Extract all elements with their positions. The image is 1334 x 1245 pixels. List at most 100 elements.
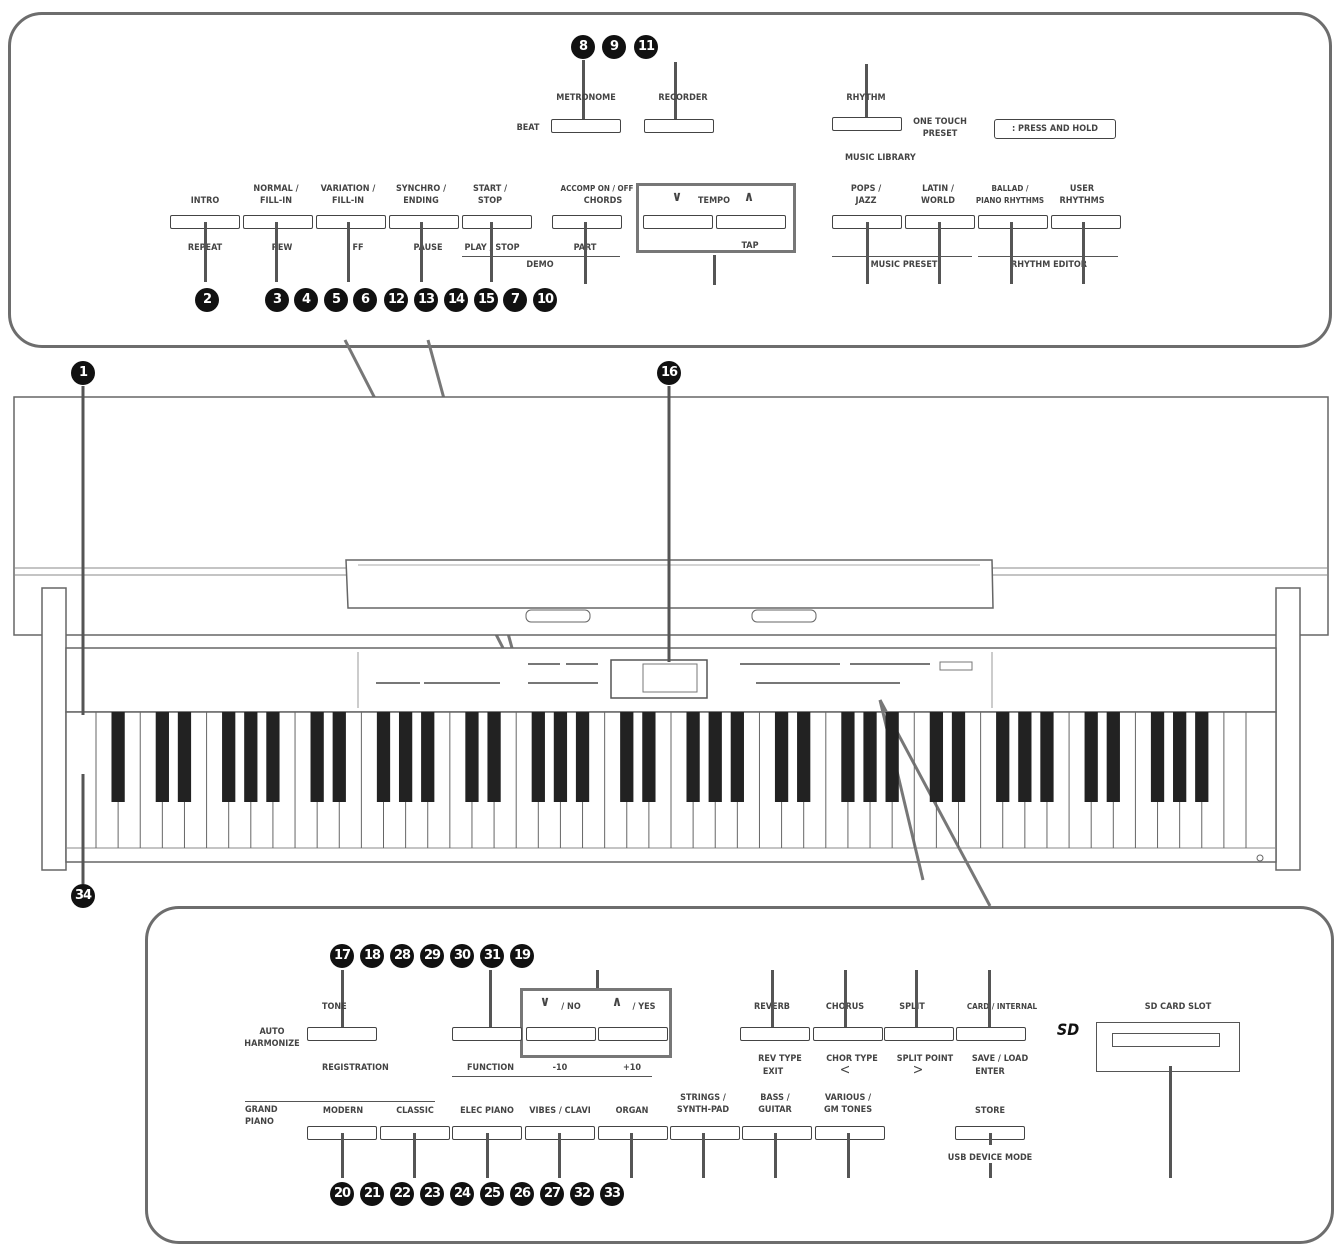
metronome-button[interactable]	[551, 119, 621, 133]
bass-guitar-label: BASS / GUITAR	[758, 1093, 792, 1115]
sd-card-slot[interactable]	[1096, 1022, 1240, 1072]
sd-logo: SD	[1056, 1020, 1080, 1039]
split-point-label: SPLIT POINT	[896, 1054, 954, 1064]
black-key	[398, 712, 413, 802]
callout-23: 23	[420, 1182, 444, 1206]
grand-piano-label: GRAND PIANO	[245, 1105, 278, 1127]
music-library-label: MUSIC LIBRARY	[845, 153, 916, 163]
recorder-button[interactable]	[644, 119, 714, 133]
black-key	[708, 712, 722, 802]
user-rhythms-label: USER RHYTHMS	[1059, 184, 1105, 206]
no-yes-group-box	[520, 988, 672, 1058]
callout-2: 2	[195, 288, 219, 312]
normal-fill-in-button[interactable]	[243, 215, 313, 229]
various-gm-tones-label: VARIOUS / GM TONES	[823, 1093, 873, 1115]
black-key	[244, 712, 258, 802]
callout-21: 21	[360, 1182, 384, 1206]
tempo-down-button[interactable]	[643, 215, 713, 229]
registration-label: REGISTRATION	[322, 1063, 389, 1073]
black-key	[863, 712, 877, 802]
auto-harmonize-label: AUTO HARMONIZE	[244, 1027, 300, 1049]
rhythm-label: RHYTHM	[846, 93, 886, 103]
black-key	[332, 712, 346, 802]
chords-label: CHORDS	[583, 196, 623, 206]
card-internal-button[interactable]	[956, 1027, 1026, 1041]
callout-33: 33	[600, 1182, 624, 1206]
metronome-label: METRONOME	[556, 93, 616, 103]
black-key	[155, 712, 169, 802]
variation-fill-in-button[interactable]	[316, 215, 386, 229]
accomp-on-off-button[interactable]	[552, 215, 622, 229]
card-internal-label: CARD / INTERNAL	[966, 1002, 1038, 1011]
ballad-piano-rhythms-button[interactable]	[978, 215, 1048, 229]
strings-synth-pad-button[interactable]	[670, 1126, 740, 1140]
callout-7: 7	[503, 288, 527, 312]
callout-16: 16	[657, 361, 681, 385]
black-key	[553, 712, 568, 802]
tempo-group-box	[636, 183, 796, 253]
callout-31: 31	[480, 944, 504, 968]
save-load-label: SAVE / LOAD	[971, 1054, 1029, 1064]
black-key	[487, 712, 501, 802]
ballad-piano-rhythms-label: BALLAD / PIANO RHYTHMS	[975, 184, 1045, 205]
no-button[interactable]	[526, 1027, 596, 1041]
press-and-hold-text: : PRESS AND HOLD	[1012, 124, 1098, 134]
elec-piano-label: ELEC PIANO	[460, 1106, 514, 1116]
rhythm-button[interactable]	[832, 117, 902, 131]
usb-device-mode-label: USB DEVICE MODE	[947, 1153, 1033, 1163]
store-label: STORE	[974, 1106, 1006, 1116]
organ-label: ORGAN	[615, 1106, 649, 1116]
top-panel-callout	[8, 12, 1332, 348]
synchro-ending-button[interactable]	[389, 215, 459, 229]
callout-19: 19	[510, 944, 534, 968]
one-touch-preset-label: ONE TOUCH PRESET	[913, 117, 967, 139]
black-key	[1040, 712, 1054, 802]
function-button[interactable]	[452, 1027, 522, 1041]
bottom-panel-callout	[145, 906, 1334, 1244]
callout-26: 26	[510, 1182, 534, 1206]
tempo-up-button[interactable]	[716, 215, 786, 229]
user-rhythms-button[interactable]	[1051, 215, 1121, 229]
yes-button[interactable]	[598, 1027, 668, 1041]
callout-6: 6	[353, 288, 377, 312]
ff-label: FF	[352, 243, 364, 253]
black-key	[841, 712, 855, 802]
tone-label: TONE	[322, 1002, 347, 1012]
callout-30: 30	[450, 944, 474, 968]
callout-8: 8	[571, 35, 595, 59]
bass-guitar-button[interactable]	[742, 1126, 812, 1140]
rew-label: REW	[271, 243, 293, 253]
chor-type-label: CHOR TYPE	[826, 1054, 878, 1064]
black-key	[797, 712, 811, 802]
various-gm-tones-button[interactable]	[815, 1126, 885, 1140]
black-key	[620, 712, 634, 802]
beat-label: BEAT	[516, 123, 540, 133]
split-button[interactable]	[884, 1027, 954, 1041]
callout-28: 28	[390, 944, 414, 968]
black-key	[177, 712, 192, 802]
black-key	[686, 712, 700, 802]
callout-15: 15	[474, 288, 498, 312]
strings-synth-pad-label: STRINGS / SYNTH-PAD	[676, 1093, 730, 1115]
intro-label: INTRO	[190, 196, 220, 206]
press-and-hold-legend	[994, 119, 1116, 139]
sd-card-slot-label: SD CARD SLOT	[1144, 1002, 1212, 1012]
callout-29: 29	[420, 944, 444, 968]
chorus-button[interactable]	[813, 1027, 883, 1041]
organ-button[interactable]	[598, 1126, 668, 1140]
callout-14: 14	[444, 288, 468, 312]
callout-22: 22	[390, 1182, 414, 1206]
tone-button[interactable]	[307, 1027, 377, 1041]
start-stop-button[interactable]	[462, 215, 532, 229]
black-key	[465, 712, 479, 802]
tap-label: TAP	[741, 241, 759, 251]
music-preset-label: MUSIC PRESET	[870, 260, 938, 270]
black-key	[929, 712, 944, 802]
callout-34: 34	[71, 884, 95, 908]
rev-type-label: REV TYPE	[758, 1054, 802, 1064]
black-key	[642, 712, 656, 802]
black-key	[774, 712, 789, 802]
split-label: SPLIT	[899, 1002, 925, 1012]
reverb-button[interactable]	[740, 1027, 810, 1041]
